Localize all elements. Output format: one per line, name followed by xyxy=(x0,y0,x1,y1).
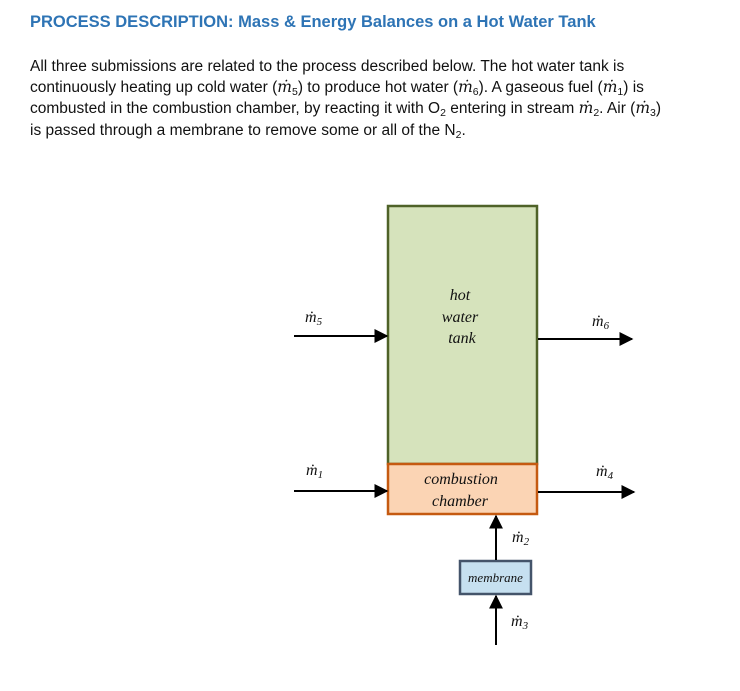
mass-flow-symbol: ṁ xyxy=(305,309,317,326)
membrane-unit xyxy=(458,559,533,596)
chamber-label-line: chamber xyxy=(432,493,489,510)
stream-subscript: 3 xyxy=(522,620,529,632)
text-segment: . xyxy=(461,121,466,139)
chamber-label-line: combustion xyxy=(424,471,498,488)
mass-flow-symbol: ṁ xyxy=(635,99,651,118)
chemical-subscript: 2 xyxy=(440,107,446,120)
mass-flow-symbol: ṁ xyxy=(512,529,524,546)
mass-flow-symbol: ṁ xyxy=(602,78,618,97)
stream-3-label: ṁ3 xyxy=(511,613,529,632)
text-segment: combusted in the combustion chamber, by … xyxy=(30,100,441,118)
text-segment: ). A gaseous fuel ( xyxy=(478,79,603,97)
stream-subscript: 5 xyxy=(292,86,298,99)
stream-subscript: 1 xyxy=(617,86,624,99)
text-segment: ) xyxy=(655,100,662,118)
mass-flow-symbol: ṁ xyxy=(596,463,608,480)
mass-flow-symbol: ṁ xyxy=(578,99,594,118)
text-segment: continuously heating up cold water ( xyxy=(30,79,278,97)
stream-subscript: 5 xyxy=(317,316,323,328)
tank-label-line: hot xyxy=(450,287,471,304)
mass-flow-symbol: ṁ xyxy=(306,462,318,479)
stream-1-label: ṁ1 xyxy=(306,462,323,481)
stream-subscript: 2 xyxy=(593,107,600,120)
tank-label: hot water tank xyxy=(442,287,482,347)
text-segment: ) is xyxy=(623,79,644,97)
chamber-label: combustion chamber xyxy=(424,471,502,510)
mass-flow-symbol: ṁ xyxy=(458,78,473,97)
combustion-chamber xyxy=(386,462,539,516)
tank-label-line: water xyxy=(442,309,479,326)
paragraph-line-3: combusted in the combustion chamber, by … xyxy=(30,98,690,119)
stream-5-label: ṁ5 xyxy=(305,309,323,328)
paragraph-line-1: All three submissions are related to the… xyxy=(30,58,625,75)
membrane-label: membrane xyxy=(468,570,523,585)
stream-subscript: 4 xyxy=(608,470,614,482)
text-segment: . Air ( xyxy=(599,100,636,118)
stream-subscript: 3 xyxy=(650,107,656,120)
stream-6-label: ṁ6 xyxy=(592,313,610,332)
chemical-subscript: 2 xyxy=(455,128,462,141)
process-description-paragraph: All three submissions are related to the… xyxy=(30,56,690,141)
mass-flow-symbol: ṁ xyxy=(511,613,523,630)
text-segment: entering in stream xyxy=(445,100,579,118)
page-title: PROCESS DESCRIPTION: Mass & Energy Balan… xyxy=(30,13,596,31)
stream-4-label: ṁ4 xyxy=(596,463,614,482)
text-segment: ) to produce hot water ( xyxy=(297,79,459,97)
stream-subscript: 6 xyxy=(604,320,610,332)
stream-2-label: ṁ2 xyxy=(512,529,530,548)
paragraph-line-4: is passed through a membrane to remove s… xyxy=(30,120,690,141)
mass-flow-symbol: ṁ xyxy=(592,313,604,330)
tank-label-line: tank xyxy=(448,330,476,347)
stream-subscript: 2 xyxy=(524,536,530,548)
hot-water-tank xyxy=(386,204,539,466)
mass-flow-symbol: ṁ xyxy=(277,78,292,97)
stream-subscript: 1 xyxy=(318,469,324,481)
stream-subscript: 6 xyxy=(472,86,479,99)
text-segment: is passed through a membrane to remove s… xyxy=(30,121,456,139)
paragraph-line-2: continuously heating up cold water (ṁ5) … xyxy=(30,77,690,98)
